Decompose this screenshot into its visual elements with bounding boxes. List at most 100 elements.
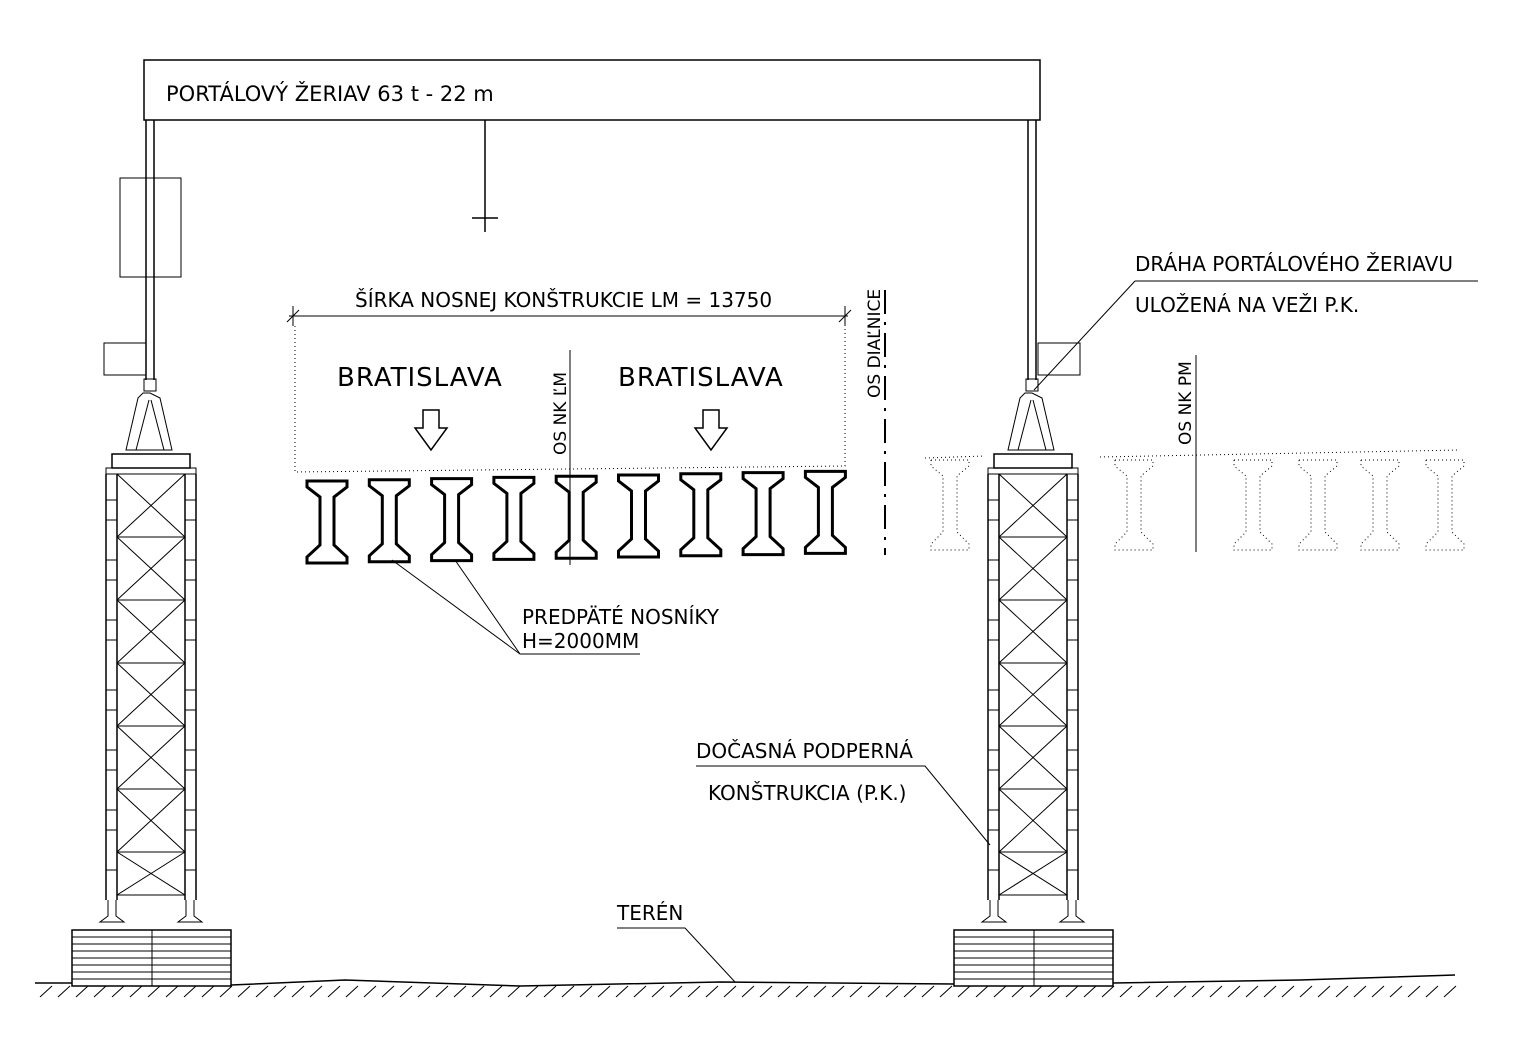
hatch-mark [1371, 985, 1385, 998]
beam-pm [1298, 459, 1338, 551]
hatch-mark [975, 985, 989, 998]
hatch-mark [93, 985, 107, 998]
hatch-mark [561, 985, 575, 998]
hatch-mark [1011, 985, 1025, 998]
hatch-mark [1407, 985, 1421, 998]
hatch-mark [219, 985, 233, 998]
hatch-mark [471, 985, 485, 998]
direction-arrow-right [693, 409, 729, 452]
beam-lm [554, 474, 598, 560]
hatch-mark [1047, 985, 1061, 998]
direction-arrow-left [413, 409, 449, 452]
hatch-mark [1335, 985, 1349, 998]
hatch-mark [921, 985, 935, 998]
support-label-line1: DOČASNÁ PODPERNÁ [696, 739, 913, 763]
hatch-mark [543, 985, 557, 998]
track-label-line1: DRÁHA PORTÁLOVÉHO ŽERIAVU [1135, 252, 1453, 276]
city-label-left: BRATISLAVA [337, 363, 503, 393]
hatch-mark [1263, 985, 1277, 998]
beam-pm [1114, 459, 1154, 551]
hatch-mark [903, 985, 917, 998]
terrain-hatch [39, 985, 1457, 998]
hatch-mark [741, 985, 755, 998]
width-dimension [286, 306, 852, 326]
hatch-mark [723, 985, 737, 998]
hatch-mark [885, 985, 899, 998]
crane-label: PORTÁLOVÝ ŽERIAV 63 t - 22 m [166, 81, 494, 106]
hatch-mark [993, 985, 1007, 998]
hatch-mark [1389, 985, 1403, 998]
hatch-mark [417, 985, 431, 998]
deck-outline-lm [294, 326, 846, 473]
beams-lm [305, 469, 847, 565]
beam-lm [430, 477, 474, 563]
hatch-mark [273, 985, 287, 998]
hatch-mark [831, 985, 845, 998]
hatch-mark [381, 985, 395, 998]
hatch-mark [1083, 985, 1097, 998]
hatch-mark [345, 985, 359, 998]
beam-pm [930, 459, 970, 551]
hatch-mark [309, 985, 323, 998]
hatch-mark [75, 985, 89, 998]
beams-label-line1: PREDPÄTÉ NOSNÍKY [522, 605, 720, 629]
beam-lm [492, 475, 536, 561]
hatch-mark [1353, 985, 1367, 998]
hatch-mark [1173, 985, 1187, 998]
hatch-mark [1155, 985, 1169, 998]
beam-lm [305, 479, 349, 565]
hatch-mark [1101, 985, 1115, 998]
hatch-mark [111, 985, 125, 998]
hatch-mark [1209, 985, 1223, 998]
hatch-mark [129, 985, 143, 998]
hatch-mark [579, 985, 593, 998]
hatch-mark [489, 985, 503, 998]
hatch-mark [1137, 985, 1151, 998]
hatch-mark [615, 985, 629, 998]
terrain-callout-leader [617, 927, 736, 983]
beam-pm [1425, 459, 1465, 551]
city-label-right: BRATISLAVA [618, 363, 784, 393]
hatch-mark [165, 985, 179, 998]
deck-outline-pm [924, 449, 1461, 459]
hatch-mark [435, 985, 449, 998]
beams-label-line2: H=2000MM [522, 629, 639, 653]
tower-right [953, 392, 1114, 987]
hatch-mark [939, 985, 953, 998]
hatch-mark [453, 985, 467, 998]
axis-label-pm: OS NK PM [1176, 361, 1196, 445]
hatch-mark [291, 985, 305, 998]
hatch-mark [1317, 985, 1331, 998]
beam-lm [367, 478, 411, 564]
hatch-mark [1227, 985, 1241, 998]
beam-pm [1233, 459, 1273, 551]
tower-left [71, 392, 232, 987]
hatch-mark [1029, 985, 1043, 998]
hatch-mark [1191, 985, 1205, 998]
terrain-label: TERÉN [616, 901, 683, 925]
beam-lm [803, 469, 847, 555]
hatch-mark [363, 985, 377, 998]
hatch-mark [525, 985, 539, 998]
hatch-mark [867, 985, 881, 998]
hatch-mark [1245, 985, 1259, 998]
gantry-crane [103, 59, 1081, 392]
support-label-line2: KONŠTRUKCIA (P.K.) [708, 781, 906, 805]
beams-pm [930, 459, 1465, 551]
hatch-mark [327, 985, 341, 998]
hatch-mark [957, 985, 971, 998]
hatch-mark [777, 985, 791, 998]
beam-lm [617, 473, 660, 559]
hatch-mark [1119, 985, 1133, 998]
hatch-mark [57, 985, 71, 998]
axis-label-lm: OS NK ĽM [551, 372, 571, 455]
hatch-mark [237, 985, 251, 998]
hatch-mark [183, 985, 197, 998]
width-label: ŠÍRKA NOSNEJ KONŠTRUKCIE LM = 13750 [355, 288, 772, 312]
track-callout-leader [1033, 280, 1136, 391]
support-callout-leader [696, 765, 991, 846]
hatch-mark [795, 985, 809, 998]
hatch-mark [1281, 985, 1295, 998]
hatch-mark [669, 985, 683, 998]
